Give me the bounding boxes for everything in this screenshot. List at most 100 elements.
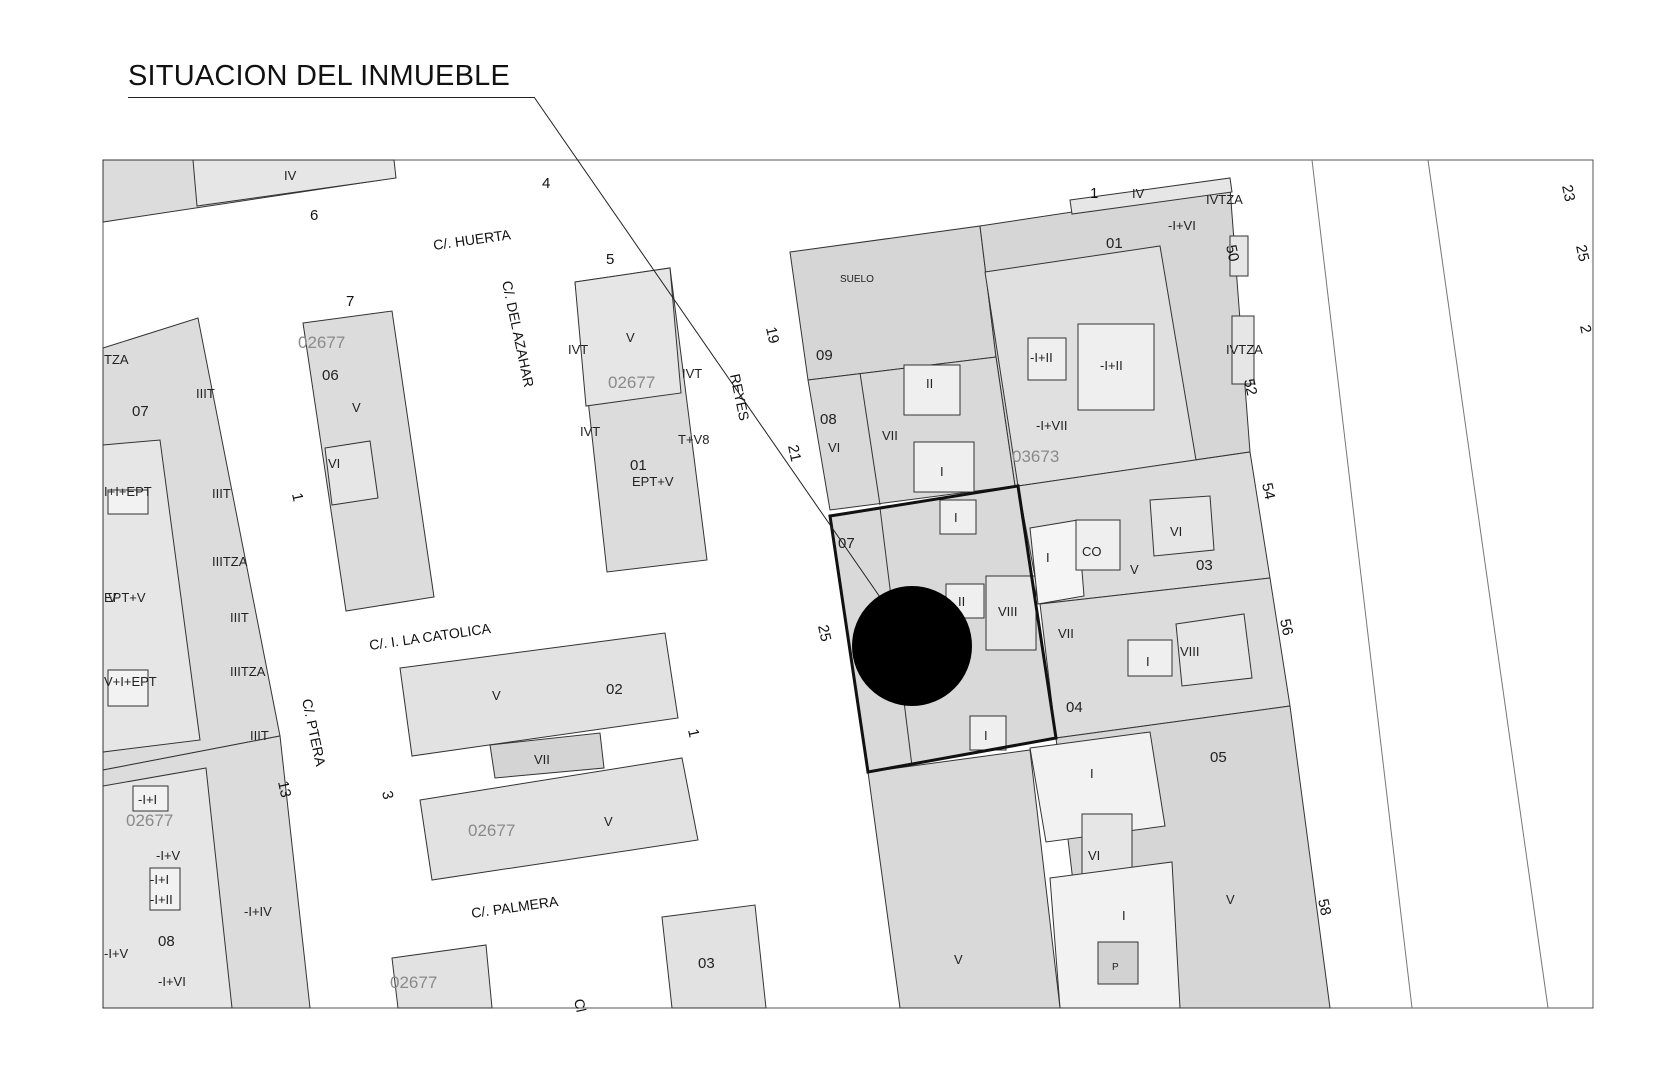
- house-number-56: 56: [1276, 617, 1296, 637]
- house-number-1c: 1: [1090, 185, 1098, 202]
- floor-i-04: I: [1146, 654, 1150, 669]
- floor-viii-07: VIII: [998, 604, 1018, 619]
- floor-ept-v-left: EPT+V: [104, 590, 146, 605]
- building-5-top: [574, 267, 682, 407]
- floor-i-05b: I: [1122, 908, 1126, 923]
- room-i-07a: [939, 499, 977, 535]
- building-05-lower: [1049, 861, 1181, 1009]
- parcel-06: 06: [322, 367, 339, 384]
- floor-i-07b: I: [984, 728, 988, 743]
- parcel-08-right: 08: [820, 411, 837, 428]
- floor-tv8: T+V8: [678, 432, 709, 447]
- building-04-vii: [1175, 613, 1253, 687]
- ref-02677-b: 02677: [608, 373, 655, 392]
- parcel-09: 09: [816, 347, 833, 364]
- house-number-19: 19: [762, 325, 782, 345]
- house-number-50: 50: [1222, 243, 1242, 263]
- floor-iiit-c: IIIT: [230, 610, 249, 625]
- parcel-07-left: 07: [132, 403, 149, 420]
- map-content: [102, 159, 1549, 1009]
- floor-co: CO: [1082, 544, 1102, 559]
- floor-i-07a: I: [954, 510, 958, 525]
- floor-mi-a: -I+I: [138, 792, 157, 807]
- subject-parcel-outline: [828, 484, 1058, 774]
- floor-vi-05: VI: [1088, 848, 1100, 863]
- floor-i-vi: -I+VI: [1168, 218, 1196, 233]
- house-number-23: 23: [1558, 183, 1578, 203]
- house-number-2: 2: [1576, 323, 1594, 335]
- floor-i-03: I: [1046, 550, 1050, 565]
- strip-top-1: [1069, 177, 1233, 215]
- room-i-08: [913, 441, 975, 493]
- parcel-07-subject: 07: [838, 535, 855, 552]
- parcel-08-left: 08: [158, 933, 175, 950]
- room-i-04: [1127, 639, 1173, 677]
- title-underline: [128, 97, 534, 98]
- floor-v-left: V: [108, 590, 117, 605]
- floor-iiit-a: IIIT: [196, 386, 215, 401]
- floor-iiitza-b: IIITZA: [230, 664, 266, 679]
- floor-v-i-ept: V+I+EPT: [104, 674, 157, 689]
- floor-vii-08: VII: [882, 428, 898, 443]
- floor-iiitza-a: IIITZA: [212, 554, 248, 569]
- floor-p: P: [1112, 962, 1119, 973]
- floor-iv-a: IV: [284, 168, 297, 183]
- floor-ivtza-a: IVTZA: [1206, 192, 1243, 207]
- room-p: [1097, 941, 1139, 985]
- floor-mi-v-b: -I+V: [104, 946, 129, 961]
- floor-mi-iv: -I+IV: [244, 904, 272, 919]
- house-number-52: 52: [1240, 377, 1260, 397]
- house-number-6: 6: [310, 207, 318, 224]
- building-02-vii: [489, 732, 605, 779]
- leader-line: [533, 96, 883, 601]
- block-3: [419, 757, 699, 881]
- parcel-03-right: 03: [1196, 557, 1213, 574]
- floor-v-05: V: [1226, 892, 1235, 907]
- ref-02677-e: 02677: [390, 973, 437, 992]
- room-left-b: [107, 669, 149, 707]
- floor-viii-04: VIII: [1180, 644, 1200, 659]
- floor-ivt-b: IVT: [568, 342, 588, 357]
- floor-v-02: V: [492, 688, 501, 703]
- floor-iv-b: IV: [1132, 186, 1145, 201]
- house-number-21: 21: [784, 443, 804, 463]
- parcel-v-bottom: [867, 749, 1061, 1009]
- house-number-7: 7: [346, 293, 354, 310]
- ref-02677-d: 02677: [468, 821, 515, 840]
- room-iii-a: [1027, 337, 1067, 381]
- floor-mi-ii: -I+II: [150, 892, 173, 907]
- house-number-54: 54: [1258, 481, 1278, 501]
- parcel-01-block5: 01: [630, 457, 647, 474]
- building-top-left: [192, 159, 397, 207]
- road-line-2: [1427, 159, 1549, 1009]
- block-bottom-1: [391, 944, 493, 1009]
- floor-i-i-ept-a: I+I+EPT: [104, 484, 152, 499]
- floor-ii-08: II: [926, 376, 933, 391]
- floor-v-03: V: [1130, 562, 1139, 577]
- room-co: [1075, 519, 1121, 571]
- block-bottom-03: [661, 904, 767, 1009]
- floor-v-bottom: V: [954, 952, 963, 967]
- building-06-vi: [324, 440, 379, 506]
- floor-mi-v: -I+V: [156, 848, 181, 863]
- floor-iiit-b: IIIT: [212, 486, 231, 501]
- divider-08: [859, 372, 881, 506]
- house-number-13: 13: [274, 779, 294, 799]
- house-number-1a: 1: [288, 491, 306, 503]
- building-03-vi: [1149, 495, 1215, 557]
- floor-i-ii-a: -I+II: [1030, 350, 1053, 365]
- floor-i-08: I: [940, 464, 944, 479]
- block-02: [399, 632, 679, 757]
- house-number-58: 58: [1314, 897, 1334, 917]
- room-viii-07: [985, 575, 1037, 651]
- road-line-1: [1311, 159, 1413, 1009]
- floor-mi-vi: -I+VI: [158, 974, 186, 989]
- floor-vi-06: VI: [328, 456, 340, 471]
- floor-i-ii-b: -I+II: [1100, 358, 1123, 373]
- floor-tza: TZA: [104, 352, 129, 367]
- house-number-25b: 25: [1572, 243, 1592, 263]
- parcel-03-bottom: 03: [698, 955, 715, 972]
- ref-03673: 03673: [1012, 447, 1059, 466]
- house-number-3: 3: [378, 789, 396, 801]
